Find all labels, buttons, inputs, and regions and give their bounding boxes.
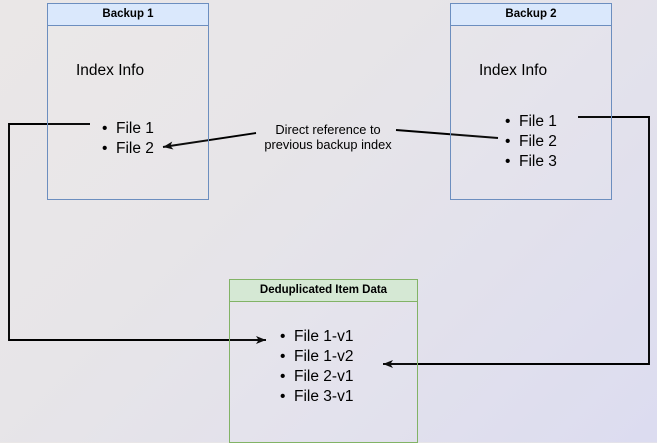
backup2-body: Index Info File 1 File 2 File 3 xyxy=(451,26,611,199)
list-item: File 1-v2 xyxy=(280,347,354,367)
list-item: File 2-v1 xyxy=(280,367,354,387)
dedup-header: Deduplicated Item Data xyxy=(230,280,417,302)
dedup-item-list: File 1-v1 File 1-v2 File 2-v1 File 3-v1 xyxy=(278,327,354,407)
dedup-box: Deduplicated Item Data File 1-v1 File 1-… xyxy=(229,279,418,443)
backup2-index-label: Index Info xyxy=(479,62,548,79)
backup2-header: Backup 2 xyxy=(451,4,611,26)
list-item: File 2 xyxy=(505,132,557,152)
list-item: File 1-v1 xyxy=(280,327,354,347)
list-item: File 2 xyxy=(102,139,154,159)
list-item: File 1 xyxy=(505,112,557,132)
dedup-body: File 1-v1 File 1-v2 File 2-v1 File 3-v1 xyxy=(230,302,417,442)
annotation-line-1: Direct reference to xyxy=(275,122,381,137)
backup1-header: Backup 1 xyxy=(48,4,208,26)
backup1-file-list: File 1 File 2 xyxy=(100,119,154,159)
backup2-file-list: File 1 File 2 File 3 xyxy=(503,112,557,172)
backup2-box: Backup 2 Index Info File 1 File 2 File 3 xyxy=(450,3,612,200)
list-item: File 1 xyxy=(102,119,154,139)
backup1-box: Backup 1 Index Info File 1 File 2 xyxy=(47,3,209,200)
backup1-index-label: Index Info xyxy=(76,62,145,79)
annotation-line-2: previous backup index xyxy=(264,137,392,152)
direct-reference-annotation: Direct reference to previous backup inde… xyxy=(248,122,408,152)
backup1-body: Index Info File 1 File 2 xyxy=(48,26,208,199)
list-item: File 3-v1 xyxy=(280,387,354,407)
list-item: File 3 xyxy=(505,152,557,172)
